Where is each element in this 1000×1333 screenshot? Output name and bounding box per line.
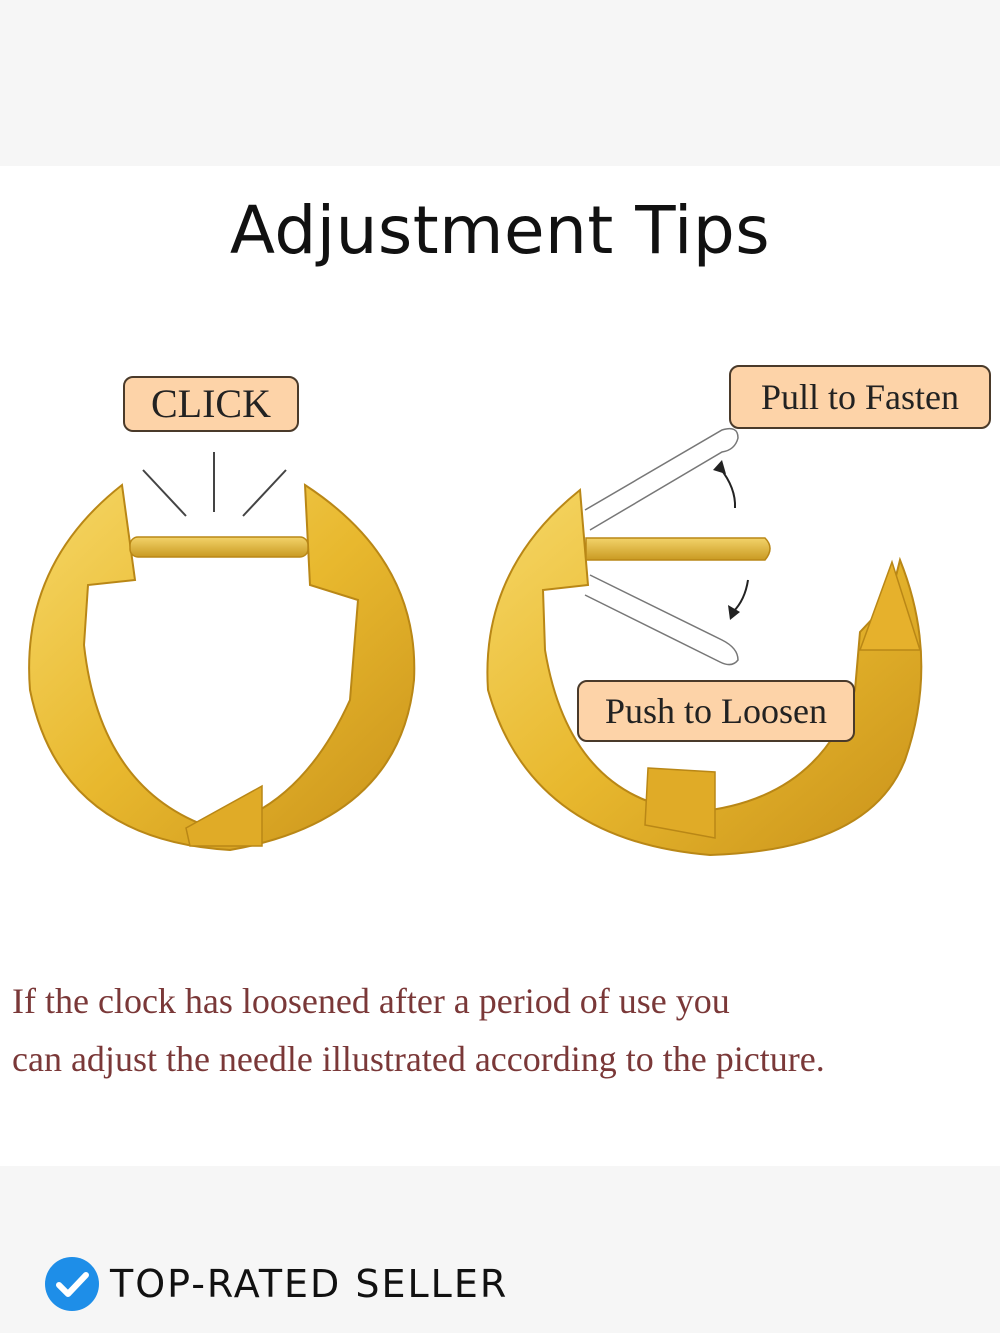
open-hoop-icon xyxy=(486,427,923,857)
click-label: CLICK xyxy=(123,376,299,432)
bottom-band xyxy=(0,1166,1000,1333)
closed-hoop-icon xyxy=(28,452,416,852)
top-rated-seller-badge: TOP-RATED SELLER xyxy=(44,1256,508,1312)
caption-line-2: can adjust the needle illustrated accord… xyxy=(12,1039,825,1079)
image-caption: If the clock has loosened after a period… xyxy=(12,972,1000,1088)
pull-to-fasten-label: Pull to Fasten xyxy=(729,365,991,429)
seller-badge-text: TOP-RATED SELLER xyxy=(110,1262,509,1306)
caption-line-1: If the clock has loosened after a period… xyxy=(12,981,730,1021)
top-spacer xyxy=(0,0,1000,166)
check-badge-icon xyxy=(45,1257,99,1311)
image-title: Adjustment Tips xyxy=(229,192,771,269)
push-to-loosen-label: Push to Loosen xyxy=(577,680,855,742)
